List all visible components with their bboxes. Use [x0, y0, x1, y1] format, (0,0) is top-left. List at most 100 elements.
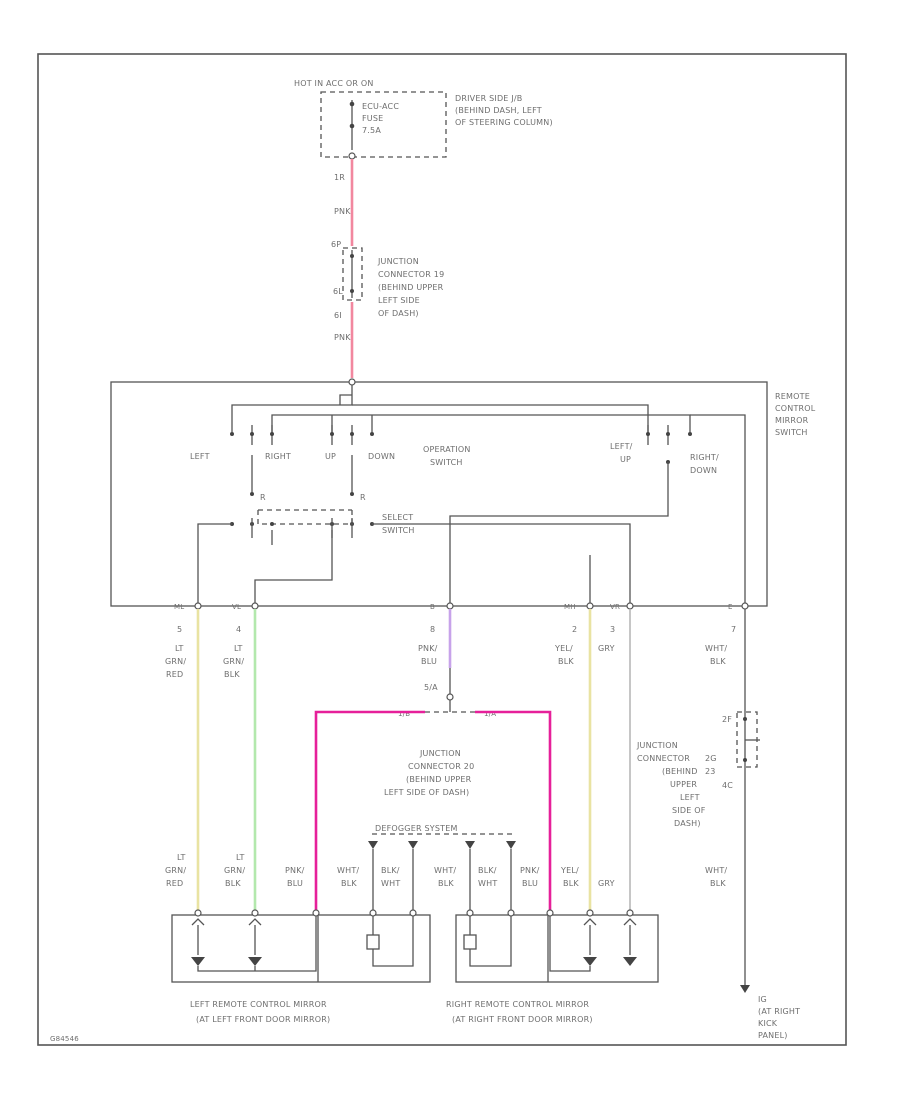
bus-e-line — [690, 414, 746, 606]
bus-node — [339, 394, 352, 405]
j20-desc-1: JUNCTION — [419, 749, 461, 758]
j23-desc-8: DASH) — [674, 819, 701, 828]
c1-1: LT — [175, 644, 184, 653]
ground-3: KICK — [758, 1019, 778, 1028]
fuse-label-1: ECU-ACC — [362, 102, 399, 111]
j23-pin-top — [743, 717, 747, 721]
left-up-2: UP — [620, 455, 631, 464]
bus-middle — [271, 414, 691, 432]
right-mirror-motors — [549, 916, 637, 972]
label-up: UP — [325, 452, 336, 461]
pin-1r: 1R — [334, 173, 345, 182]
label-right: RIGHT — [265, 452, 291, 461]
j23-pin-bottom — [743, 758, 747, 762]
pin-b: B — [430, 603, 435, 611]
mw-blk-wht-2a: BLK/ — [478, 866, 497, 875]
operation-label-2: SWITCH — [430, 458, 463, 467]
c1-2: GRN/ — [165, 657, 186, 666]
c2-1: LT — [234, 644, 243, 653]
pin-vl: VL — [232, 603, 241, 611]
mw-yel-blk-2: BLK — [563, 879, 579, 888]
route-vr — [372, 523, 631, 606]
j19-desc-4: LEFT SIDE — [378, 296, 420, 305]
fuse-label-2: FUSE — [362, 114, 383, 123]
right-mirror-sub: (AT RIGHT FRONT DOOR MIRROR) — [452, 1015, 593, 1024]
operation-label-1: OPERATION — [423, 445, 471, 454]
pin-ml: ML — [174, 603, 184, 611]
j23-desc-7: SIDE OF — [672, 806, 706, 815]
fuse-terminal-top — [349, 101, 355, 107]
select-node-right — [350, 492, 354, 496]
j23-desc-4: (BEHIND — [662, 767, 698, 776]
j20-desc-4: LEFT SIDE OF DASH) — [384, 788, 469, 797]
j23-desc-5: UPPER — [670, 780, 697, 789]
mw-yel-blk-1: YEL/ — [560, 866, 579, 875]
mirror-switch-box — [110, 381, 768, 607]
right-down-1: RIGHT/ — [690, 453, 719, 462]
mw-lt-grn-blk-2: GRN/ — [224, 866, 245, 875]
j23-pin-top-label: 2F — [722, 715, 732, 724]
figure-id: G84546 — [50, 1035, 79, 1043]
select-label-2: SWITCH — [382, 526, 415, 535]
c1-3: RED — [166, 670, 183, 679]
mw-lt-grn-red-3: RED — [166, 879, 183, 888]
j23-desc-3: 23 — [705, 767, 716, 776]
select-linkage — [257, 510, 353, 525]
bus-right — [352, 404, 649, 432]
j19-desc-5: OF DASH) — [378, 309, 419, 318]
pin-num-7: 7 — [731, 625, 736, 634]
ground-symbol — [740, 985, 750, 993]
left-mirror-terminals — [194, 909, 417, 917]
c2-3: BLK — [224, 670, 240, 679]
operation-switch-contacts — [230, 425, 692, 464]
j19-pin-below: 6I — [334, 311, 342, 320]
ground-1: IG — [758, 995, 767, 1004]
mw-gry: GRY — [598, 879, 615, 888]
j23-pin-bottom-label: 4C — [722, 781, 733, 790]
pin-num-4: 4 — [236, 625, 241, 634]
jb-desc-3: OF STEERING COLUMN) — [455, 118, 553, 127]
mw-lt-grn-red-1: LT — [177, 853, 186, 862]
left-mirror-box — [171, 914, 431, 983]
mw-pnk-blu-r-2: BLU — [522, 879, 538, 888]
driver-jb-box — [320, 91, 447, 158]
c4-1: YEL/ — [554, 644, 573, 653]
wire-pnk-1: PNK — [334, 207, 351, 216]
mw-wht-blk-1b: BLK — [341, 879, 357, 888]
mw-lt-grn-red-2: GRN/ — [165, 866, 186, 875]
pin-num-5: 5 — [177, 625, 182, 634]
switch-title-4: SWITCH — [775, 428, 808, 437]
left-mirror-sub: (AT LEFT FRONT DOOR MIRROR) — [196, 1015, 330, 1024]
route-b — [449, 462, 669, 606]
pin-vr: VR — [610, 603, 620, 611]
select-switch-contacts — [230, 518, 374, 545]
j20-desc-3: (BEHIND UPPER — [406, 775, 472, 784]
j23-desc-1: JUNCTION — [636, 741, 678, 750]
jb-desc-1: DRIVER SIDE J/B — [455, 94, 522, 103]
left-up-1: LEFT/ — [610, 442, 633, 451]
left-mirror-motors — [191, 916, 317, 972]
junction-19-box — [342, 247, 363, 301]
right-mirror-title: RIGHT REMOTE CONTROL MIRROR — [446, 1000, 589, 1009]
pin-num-3: 3 — [610, 625, 615, 634]
switch-title-1: REMOTE — [775, 392, 810, 401]
select-r-right: R — [360, 493, 366, 502]
pin-e: E — [728, 603, 733, 611]
c6-2: BLK — [710, 657, 726, 666]
jb-terminal-1r — [348, 152, 356, 160]
hot-label: HOT IN ACC OR ON — [294, 79, 374, 88]
route-ml — [197, 523, 232, 606]
j19-desc-3: (BEHIND UPPER — [378, 283, 444, 292]
junction-19-pin-top — [350, 254, 354, 258]
mw-blk-wht-1a: BLK/ — [381, 866, 400, 875]
junction-19-pin-bottom — [350, 289, 354, 293]
defogger-arrows — [368, 841, 516, 912]
bus-left — [231, 385, 353, 432]
mw-pnk-blu-l-2: BLU — [287, 879, 303, 888]
mw-wht-blk-r-1: WHT/ — [705, 866, 727, 875]
j19-pin-top: 6P — [331, 240, 341, 249]
j23-desc-2: CONNECTOR — [637, 754, 690, 763]
mw-lt-grn-blk-3: BLK — [225, 879, 241, 888]
c2-2: GRN/ — [223, 657, 244, 666]
